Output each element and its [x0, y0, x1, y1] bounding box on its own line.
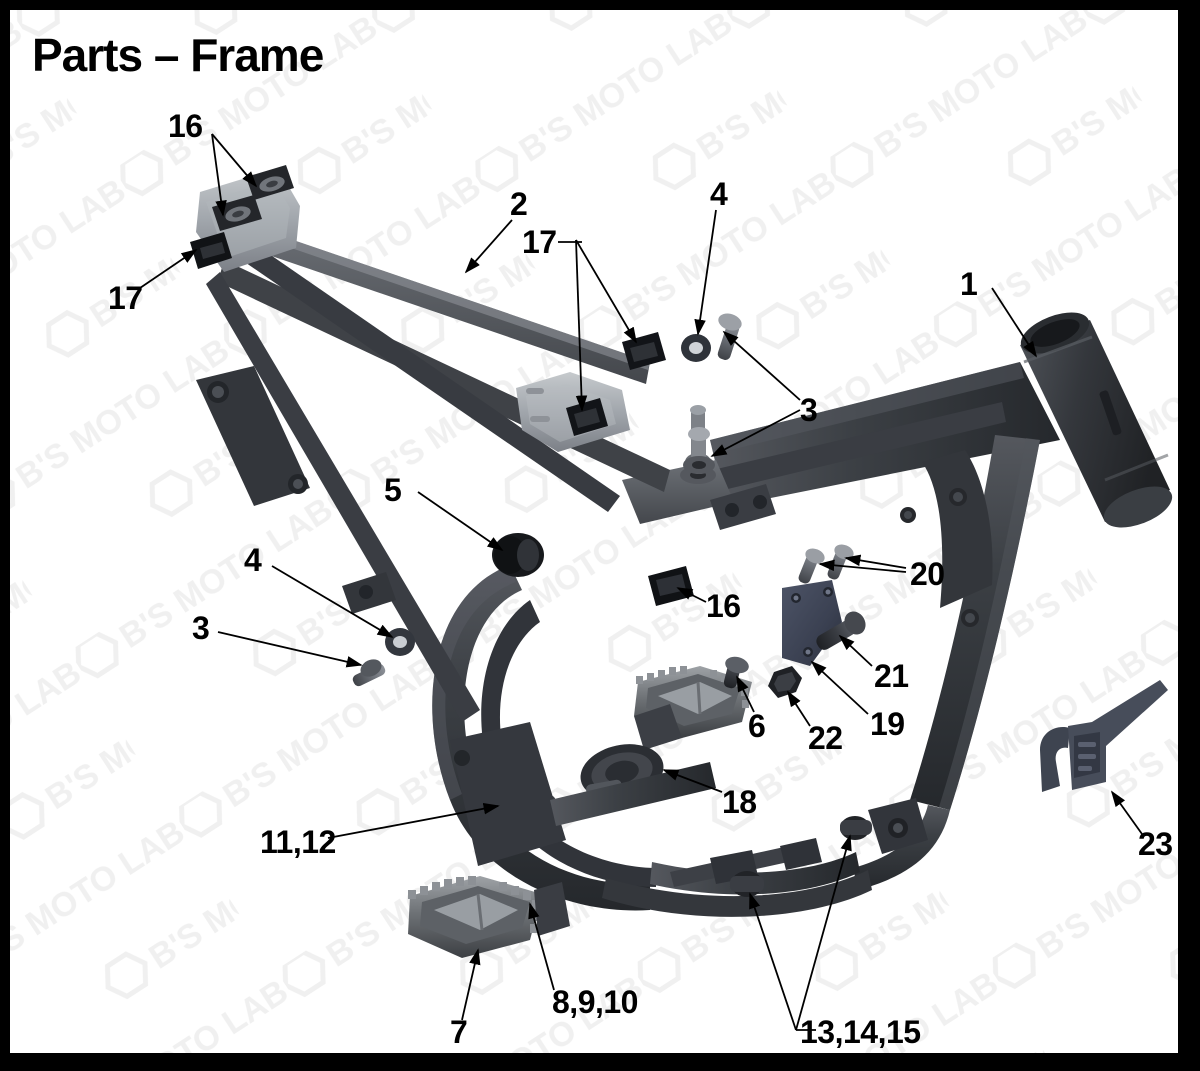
callout-6: 6: [748, 708, 766, 744]
callout-4-upper: 4: [710, 176, 728, 212]
callout-2: 2: [510, 186, 528, 222]
main-frame-group: [190, 165, 1173, 958]
callout-4-left: 4: [244, 542, 262, 578]
leader-17a1: [575, 239, 637, 344]
leader-23: [1110, 790, 1143, 835]
subframe: [190, 165, 670, 722]
callout-22: 22: [808, 720, 843, 756]
leader-5: [417, 491, 504, 552]
callout-7: 7: [450, 1014, 468, 1050]
callout-20: 20: [910, 556, 945, 592]
callout-17-center: 17: [522, 224, 557, 260]
callout-16-upper: 16: [168, 108, 203, 144]
bolt-21: [816, 611, 866, 650]
callout-23: 23: [1138, 826, 1173, 862]
backbone-tube: [670, 402, 1006, 502]
bolt-3-left: [352, 659, 386, 687]
leader-7: [461, 948, 481, 1021]
leader-16a2: [211, 133, 227, 217]
leader-16a1: [211, 133, 258, 188]
lower-rail-rear: [602, 870, 872, 917]
callout-3-left: 3: [192, 610, 210, 646]
diagram-canvas: B'S MOTO LAB: [10, 10, 1178, 1053]
leader-3b: [710, 409, 801, 457]
callout-21: 21: [874, 658, 909, 694]
leader-13-14-15b: [795, 834, 852, 1031]
callout-1: 1: [960, 266, 978, 302]
leader-3c: [217, 631, 363, 668]
callout-3-upper: 3: [800, 392, 818, 428]
callout-8-9-10: 8,9,10: [552, 984, 638, 1020]
page-title: Parts – Frame: [32, 29, 324, 81]
leader-20a: [818, 559, 907, 573]
mount-post-3: [683, 427, 715, 474]
callout-16-center: 16: [706, 588, 741, 624]
rail-bolt-a: [730, 871, 764, 897]
leader-19: [810, 660, 869, 715]
engine-bracket: [782, 580, 842, 666]
callout-17-left: 17: [108, 280, 143, 316]
leader-3a: [722, 330, 801, 401]
callout-18: 18: [722, 784, 757, 820]
callout-leader-lines: [139, 133, 1143, 1031]
leader-4b: [271, 565, 394, 638]
footpeg-lower: [408, 876, 570, 958]
leader-22: [787, 690, 811, 727]
leader-8-9-10: [528, 902, 555, 991]
leader-17a2: [575, 239, 588, 412]
callout-11-12: 11,12: [260, 824, 336, 860]
callout-5: 5: [384, 472, 402, 508]
frame-artwork: [190, 165, 1173, 958]
callout-19: 19: [870, 706, 905, 742]
misc-lugs: [342, 484, 776, 614]
subframe-clamp-upper: [246, 165, 294, 200]
leader-1: [991, 287, 1037, 358]
leader-11-12: [327, 803, 500, 839]
leader-2: [464, 219, 513, 274]
callout-13-14-15: 13,14,15: [800, 1014, 921, 1050]
leader-17b: [139, 248, 198, 289]
washer-4-upper: [681, 334, 711, 362]
leader-21: [838, 634, 873, 667]
leader-16b: [676, 587, 707, 603]
leader-13-14-15a: [749, 892, 797, 1031]
cable-guide-23: [1040, 680, 1168, 792]
leader-6: [736, 675, 755, 713]
leader-18: [662, 769, 723, 793]
nut-22: [768, 666, 802, 698]
steering-head-tube: [1020, 312, 1173, 528]
leader-4a: [694, 209, 717, 336]
leader-20b: [844, 554, 907, 569]
rail-bolt-b: [840, 816, 872, 840]
